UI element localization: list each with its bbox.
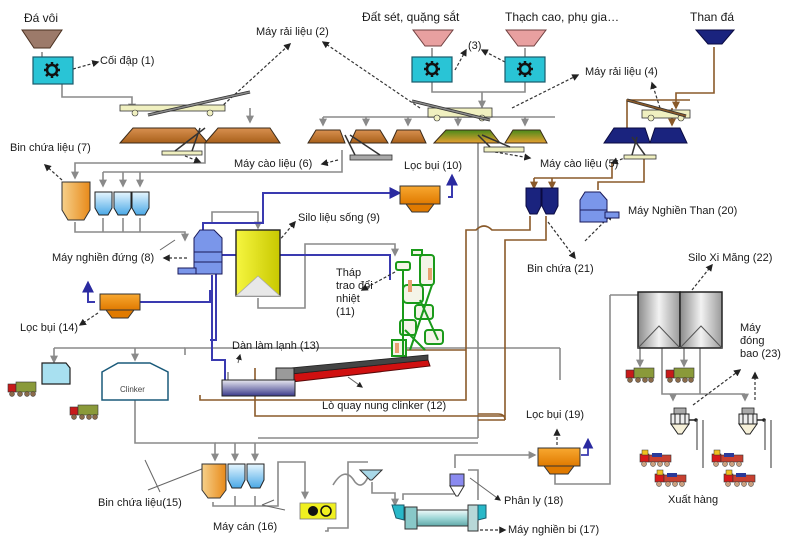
label-roller-press-16: Máy cán (16) bbox=[213, 521, 278, 533]
preheater-tower-11 bbox=[391, 249, 444, 360]
cyclone bbox=[358, 469, 384, 481]
label-clinker-store: Clinker bbox=[120, 385, 145, 394]
label-stacker-4: Máy rải liệu (4) bbox=[585, 66, 658, 78]
label-dust-filter-10: Lọc bụi (10) bbox=[404, 160, 463, 172]
label-bin-7: Bin chứa liệu (7) bbox=[10, 142, 91, 154]
label-coal: Than đá bbox=[690, 10, 735, 24]
reclaimer-6b bbox=[344, 134, 393, 161]
vertical-mill-8 bbox=[177, 229, 223, 275]
stockpile-raw bbox=[307, 129, 548, 144]
label-dust-filter-19: Lọc bụi (19) bbox=[526, 409, 585, 421]
label-raw-silo-9: Silo liệu sống (9) bbox=[298, 212, 380, 224]
label-dispatch: Xuất hàng bbox=[668, 494, 719, 506]
cooler-13 bbox=[221, 379, 296, 397]
dust-filter-19 bbox=[537, 447, 581, 475]
label-gypsum-additives: Thạch cao, phụ gia… bbox=[505, 10, 620, 24]
gray-flow-lines bbox=[41, 48, 749, 532]
label-stacker-2: Máy rải liệu (2) bbox=[256, 26, 329, 38]
bin-7 bbox=[61, 181, 150, 221]
label-kiln-12: Lò quay nung clinker (12) bbox=[322, 400, 447, 412]
bag-truck-icon bbox=[711, 449, 744, 467]
reclaimer-5 bbox=[623, 136, 657, 160]
label-cement-silo-22: Silo Xi Măng (22) bbox=[688, 252, 773, 264]
label-clay-iron: Đất sét, quặng sắt bbox=[362, 10, 460, 24]
label-limestone: Đá vôi bbox=[24, 11, 59, 25]
crusher-1 bbox=[32, 56, 74, 85]
label-crusher-3: (3) bbox=[468, 40, 482, 52]
crusher-3a bbox=[411, 56, 453, 83]
roller-press-16 bbox=[299, 502, 337, 520]
crusher-3b bbox=[504, 56, 546, 83]
coal-bin-21 bbox=[525, 187, 559, 215]
hopper-limestone bbox=[21, 29, 63, 49]
truck-icon bbox=[7, 381, 37, 397]
label-preheater-11: Tháp trao đổi nhiệt (11) bbox=[336, 267, 373, 318]
stacker-middle bbox=[411, 99, 493, 122]
dust-filter-14 bbox=[99, 293, 141, 319]
label-coal-mill-20: Máy Nghiền Than (20) bbox=[628, 205, 738, 217]
label-reclaimer-6: Máy cào liệu (6) bbox=[234, 158, 313, 170]
dust-filter-10 bbox=[399, 185, 441, 213]
gas-flow-lines bbox=[82, 173, 458, 380]
label-dust-filter-14: Lọc bụi (14) bbox=[20, 322, 79, 334]
truck-icon bbox=[69, 404, 99, 420]
stacker-2 bbox=[119, 90, 251, 117]
truck-icon bbox=[665, 367, 695, 383]
packer-icon bbox=[738, 407, 767, 435]
label-cooler-13: Dàn làm lạnh (13) bbox=[232, 340, 320, 352]
bag-truck-icon bbox=[723, 469, 756, 487]
coal-mill-20 bbox=[579, 191, 620, 223]
stockpile-coal bbox=[603, 127, 688, 144]
bag-truck-icon bbox=[654, 469, 687, 487]
small-storage bbox=[41, 362, 71, 385]
hopper-clay bbox=[412, 29, 454, 47]
packer-icon bbox=[670, 407, 699, 435]
hopper-gypsum bbox=[505, 29, 547, 47]
cement-silo-22 bbox=[637, 291, 723, 349]
reclaimer-6 bbox=[161, 127, 206, 156]
reclaimer-5a bbox=[477, 134, 525, 153]
hopper-coal bbox=[694, 29, 736, 45]
label-separator-18: Phân ly (18) bbox=[504, 495, 564, 507]
truck-icon bbox=[625, 367, 655, 383]
label-reclaimer-5: Máy cào liệu (5) bbox=[540, 158, 619, 170]
rotary-kiln-12 bbox=[275, 354, 431, 385]
label-ball-mill-17: Máy nghiền bi (17) bbox=[508, 524, 600, 536]
raw-meal-silo-9 bbox=[234, 229, 282, 297]
bag-truck-icon bbox=[639, 449, 672, 467]
label-vertical-mill-8: Máy nghiền đứng (8) bbox=[52, 252, 155, 264]
stacker-4 bbox=[626, 98, 691, 122]
ball-mill-17 bbox=[391, 504, 487, 532]
label-packer-23: Máy đóng bao (23) bbox=[740, 322, 781, 360]
bin-15 bbox=[201, 463, 265, 499]
label-coal-bin-21: Bin chứa (21) bbox=[527, 263, 594, 275]
label-bin-15: Bin chứa liệu(15) bbox=[98, 497, 182, 509]
separator-18 bbox=[449, 473, 465, 497]
label-crusher-1: Cối đập (1) bbox=[100, 55, 155, 67]
clinker-storage bbox=[101, 362, 169, 401]
stockpile-limestone bbox=[118, 127, 281, 144]
